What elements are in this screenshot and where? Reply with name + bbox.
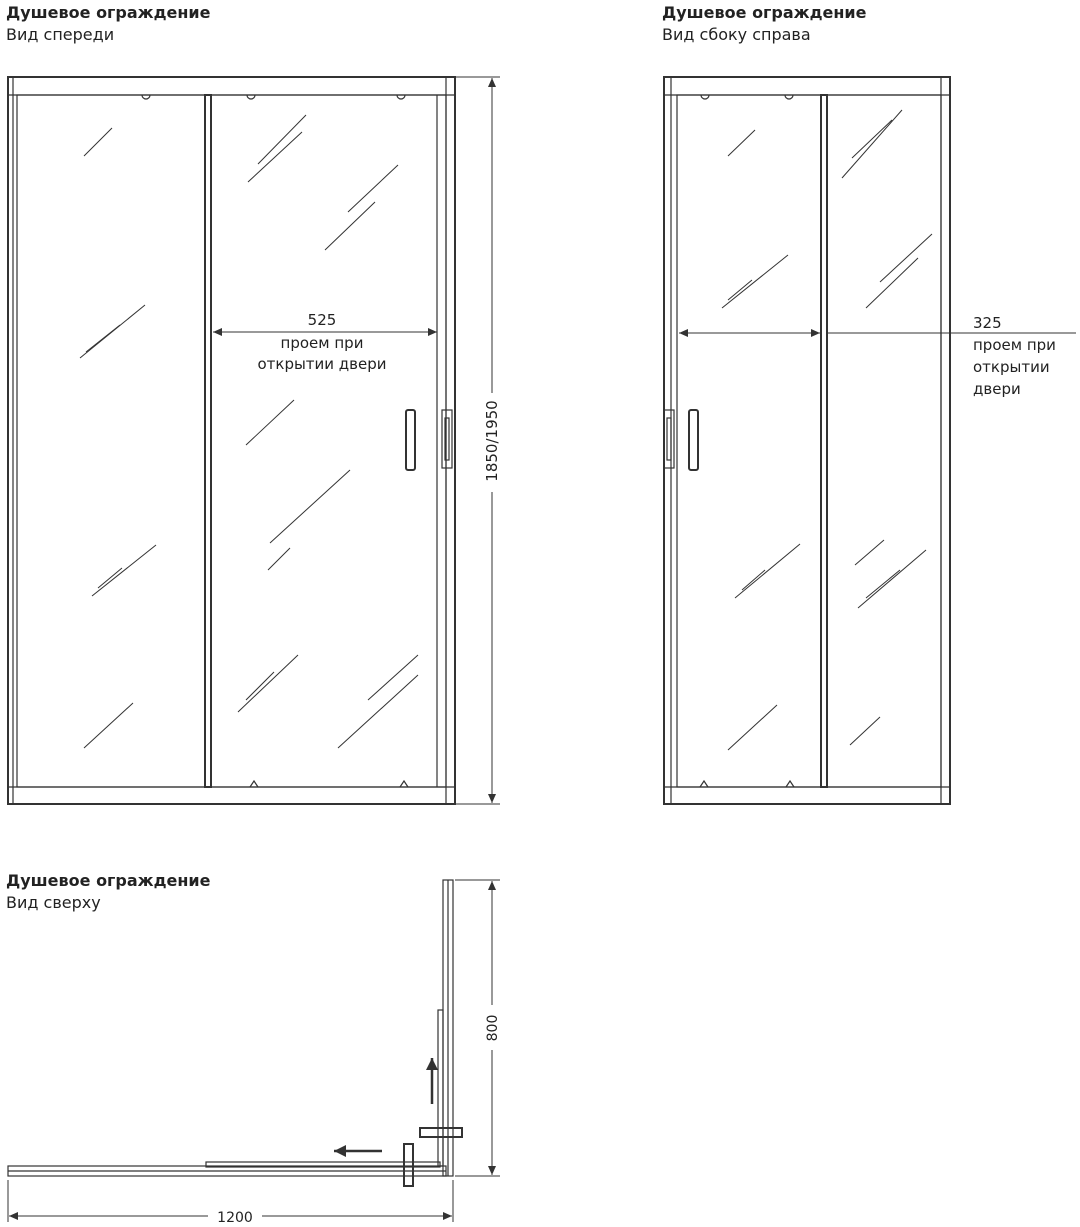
- side-opening-value: 325: [973, 314, 1002, 332]
- top-long-door: [205, 1161, 441, 1168]
- front-wall-handle: [441, 409, 453, 469]
- side-inner-frame: [676, 94, 942, 788]
- top-depth-value: 800: [485, 1015, 501, 1042]
- side-glass-glare: [721, 109, 933, 751]
- front-view-drawing: 525 проем при открытии двери 1850/1950: [7, 76, 501, 805]
- front-view-subtitle: Вид спереди: [6, 25, 115, 44]
- side-divider-profile: [820, 94, 828, 788]
- side-view-caption: Душевое ограждение Вид сбоку справа: [662, 2, 866, 46]
- front-outer-frame: [7, 76, 456, 805]
- side-view-title: Душевое ограждение: [662, 3, 867, 22]
- top-short-door-handle: [419, 1127, 463, 1138]
- front-glass-glare: [79, 114, 419, 749]
- top-width-value: 1200: [217, 1210, 253, 1226]
- top-view-drawing: 800 1200: [7, 879, 501, 1226]
- side-wall-handle: [663, 409, 675, 469]
- front-guide-1: [249, 779, 259, 788]
- front-inner-frame: [16, 94, 447, 788]
- front-opening-label-1: проем при: [281, 334, 364, 352]
- side-view-subtitle: Вид сбоку справа: [662, 25, 811, 44]
- front-roller-3: [396, 94, 406, 100]
- side-opening-label-3: двери: [973, 380, 1021, 398]
- side-outer-frame: [663, 76, 951, 805]
- front-guide-2: [399, 779, 409, 788]
- front-height-value: 1850/1950: [483, 400, 501, 481]
- top-short-door: [437, 1009, 444, 1167]
- top-view-subtitle: Вид сверху: [6, 893, 101, 912]
- front-roller-2: [246, 94, 256, 100]
- side-door-handle: [688, 409, 699, 471]
- top-view-caption: Душевое ограждение Вид сверху: [6, 870, 210, 914]
- side-opening-label-1: проем при: [973, 336, 1056, 354]
- side-opening-label-2: открытии: [973, 358, 1050, 376]
- front-view-caption: Душевое ограждение Вид спереди: [6, 2, 210, 46]
- front-roller-1: [141, 94, 151, 100]
- front-door-handle: [405, 409, 416, 471]
- top-view-title: Душевое ограждение: [6, 871, 211, 890]
- front-opening-value: 525: [308, 311, 337, 329]
- front-opening-label-2: открытии двери: [257, 355, 386, 373]
- front-divider-profile: [204, 94, 212, 788]
- top-long-door-handle: [403, 1143, 414, 1187]
- side-view-drawing: 325 проем при открытии двери: [663, 76, 1076, 805]
- front-view-title: Душевое ограждение: [6, 3, 211, 22]
